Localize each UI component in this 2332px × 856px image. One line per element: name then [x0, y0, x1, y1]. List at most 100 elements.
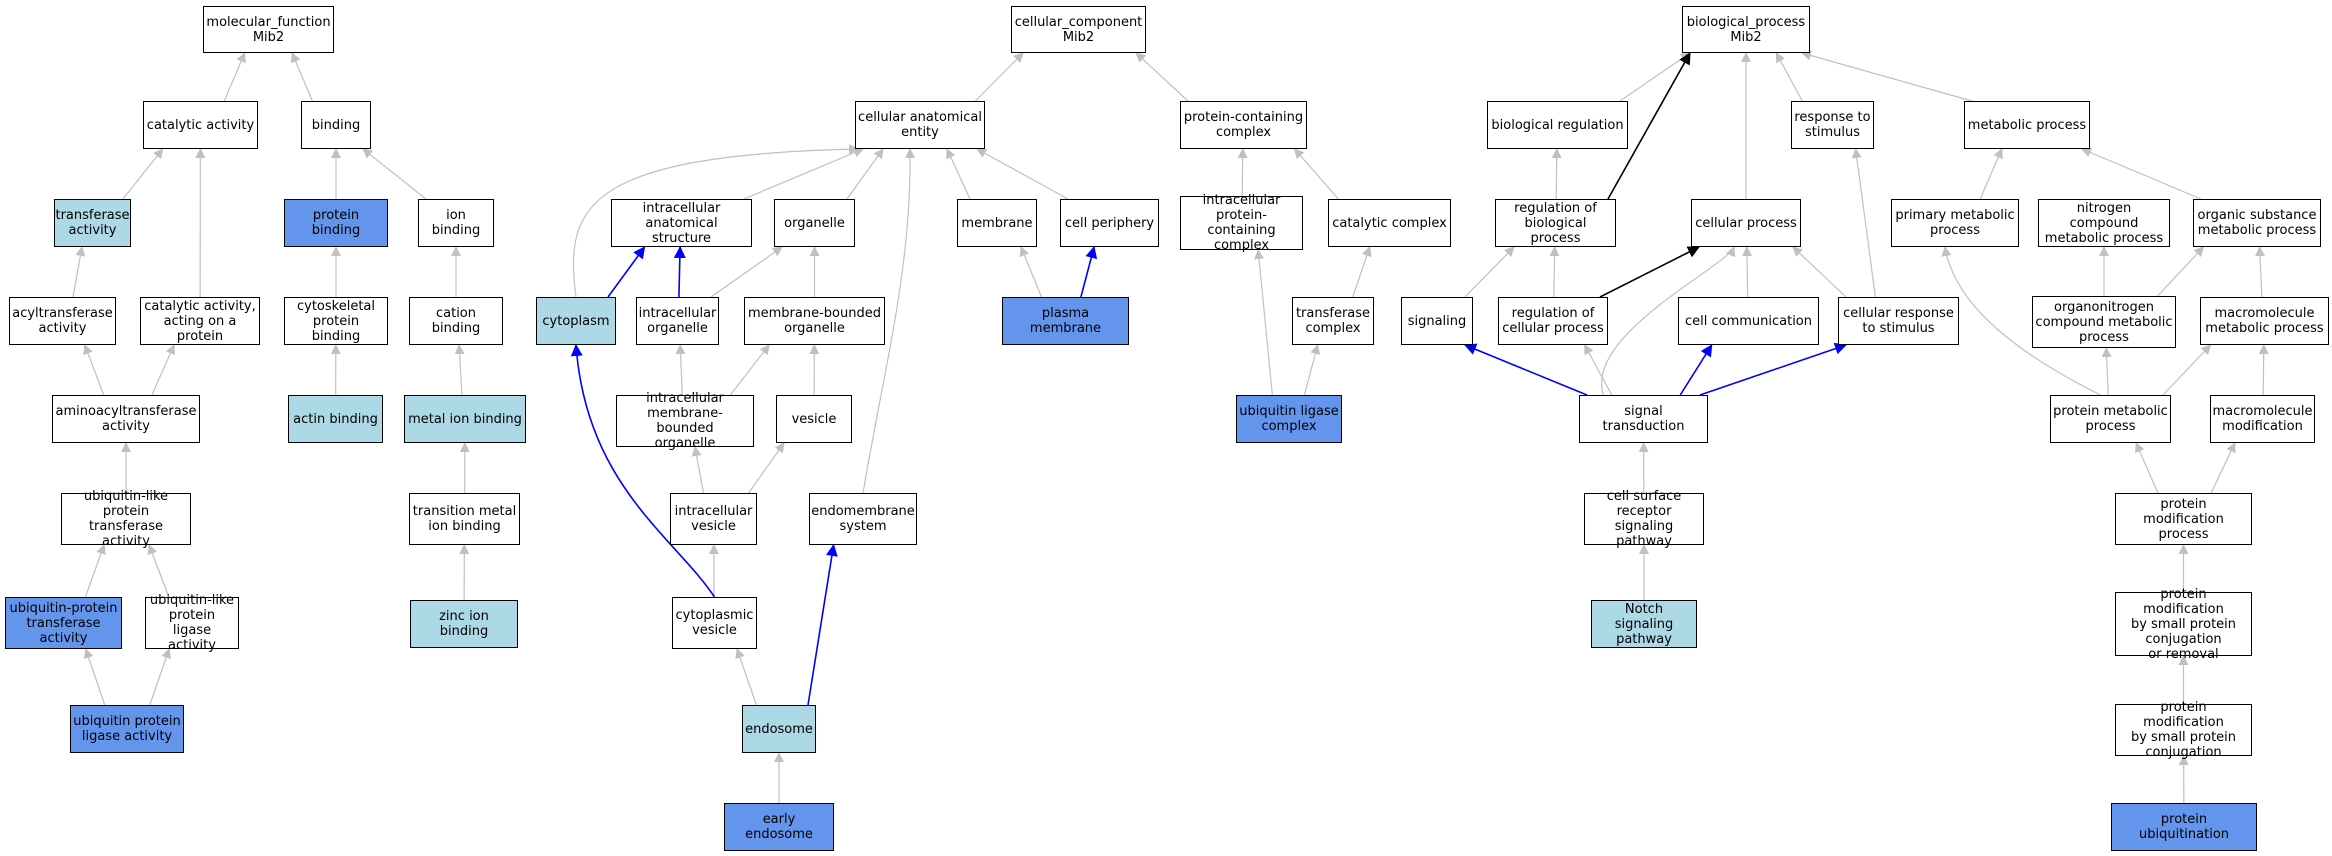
node-cell-surface-receptor-signaling-pathway: cell surface receptor signaling pathway [1584, 489, 1704, 549]
edge-signal-transduction-to-cellular-process [1600, 246, 1736, 396]
node-ubiquitin-like-protein-ligase-activity: ubiquitin-like protein ligase activity [145, 593, 239, 653]
edge-cytoplasm-to-intracellular-anatomical-structure [607, 246, 646, 298]
node-cellular-component-root: cellular_component Mib2 [1011, 6, 1146, 53]
node-aminoacyltransferase-activity: aminoacyltransferase activity [52, 395, 200, 443]
edge-signal-transduction-to-signaling [1464, 343, 1588, 396]
node-intracellular-organelle: intracellular organelle [636, 297, 719, 345]
edge-intracellular-anatomical-structure-to-cellular-anatomical-entity [743, 147, 864, 200]
node-cation-binding: cation binding [409, 297, 503, 345]
node-macromolecule-metabolic-process: macromolecule metabolic process [2200, 297, 2329, 345]
edge-intracellular-vesicle-to-vesicle [748, 442, 785, 494]
node-cytoplasm: cytoplasm [536, 297, 616, 345]
edge-membrane-to-cellular-anatomical-entity [946, 148, 971, 200]
edge-catalytic-complex-to-protein-containing-complex [1293, 148, 1339, 200]
edge-protein-containing-complex-to-cc-root [1135, 52, 1189, 102]
edge-cytoplasmic-vesicle-to-cytoplasm [570, 344, 716, 598]
edge-endosome-to-endomembrane-system [807, 544, 838, 706]
edge-ub-protein-ligase-to-ub-protein-transferase [83, 648, 106, 706]
edge-intracellular-mb-organelle-to-intracellular-organelle [675, 344, 686, 396]
node-membrane: membrane [957, 199, 1037, 247]
node-transferase-complex: transferase complex [1292, 297, 1374, 345]
node-endosome: endosome [742, 705, 816, 753]
node-endomembrane-system: endomembrane system [809, 493, 917, 545]
edge-endosome-to-cytoplasmic-vesicle [735, 648, 757, 706]
edge-binding-to-mf-root [291, 52, 313, 102]
node-protein-modification-by-small-protein-conjugation-or-removal: protein modification by small protein co… [2115, 587, 2252, 662]
edge-intracellular-organelle-to-intracellular-anatomical-structure [673, 246, 686, 298]
node-notch-signaling-pathway: Notch signaling pathway [1591, 600, 1697, 648]
node-membrane-bounded-organelle: membrane-bounded organelle [744, 297, 885, 345]
node-molecular-function-root: molecular_function Mib2 [203, 6, 334, 53]
edge-ub-protein-ligase-to-ubl-ligase [149, 648, 172, 706]
edge-plasma-membrane-to-cell-periphery [1080, 246, 1098, 298]
edge-organonitrogen-compound-metabolic-process-to-organic-substance-metabolic-process [2157, 246, 2205, 297]
node-cellular-anatomical-entity: cellular anatomical entity [855, 101, 985, 149]
node-organic-substance-metabolic-process: organic substance metabolic process [2193, 199, 2321, 247]
node-cell-periphery: cell periphery [1060, 199, 1159, 247]
node-ubiquitin-protein-transferase-activity: ubiquitin-protein transferase activity [5, 597, 122, 649]
node-protein-ubiquitination: protein ubiquitination [2111, 803, 2257, 851]
node-regulation-of-cellular-process: regulation of cellular process [1498, 297, 1608, 345]
edge-aminoacyltransferase-activity-to-acyltransferase-activity [83, 344, 105, 396]
node-zinc-ion-binding: zinc ion binding [410, 600, 518, 648]
edge-signal-transduction-to-cell-communication [1679, 344, 1713, 396]
node-biological-regulation: biological regulation [1487, 101, 1628, 149]
node-nitrogen-compound-metabolic-process: nitrogen compound metabolic process [2038, 199, 2170, 247]
edge-protein-metabolic-process-to-organonitrogen-compound-metabolic-process [2101, 347, 2112, 396]
node-transition-metal-ion-binding: transition metal ion binding [409, 493, 520, 545]
node-signaling: signaling [1401, 297, 1473, 345]
node-protein-modification-process: protein modification process [2115, 493, 2252, 545]
edge-protein-metabolic-process-to-macromolecule-metabolic-process [2162, 344, 2212, 396]
edge-regulation-of-biological-process-to-biological-regulation [1551, 148, 1562, 200]
edge-response-to-stimulus-to-bp-root [1775, 52, 1803, 102]
edge-organic-substance-metabolic-process-to-metabolic-process [2081, 147, 2202, 200]
node-protein-modification-by-small-protein-conjugation: protein modification by small protein co… [2115, 700, 2252, 760]
node-plasma-membrane: plasma membrane [1002, 297, 1129, 345]
edge-metal-ion-binding-to-cation-binding [454, 344, 465, 396]
edge-cell-communication-to-cellular-process [1742, 246, 1753, 298]
edge-transferase-activity-to-catalytic-activity [122, 148, 164, 200]
node-catalytic-activity: catalytic activity [143, 101, 258, 149]
node-ubiquitin-protein-ligase-activity: ubiquitin protein ligase activity [70, 705, 184, 753]
node-response-to-stimulus: response to stimulus [1791, 101, 1874, 149]
node-intracellular-anatomical-structure: intracellular anatomical structure [611, 199, 752, 247]
node-macromolecule-modification: macromolecule modification [2210, 395, 2315, 443]
edge-endomembrane-system-to-cellular-anatomical-entity [862, 148, 916, 494]
node-cytoskeletal-protein-binding: cytoskeletal protein binding [284, 297, 388, 345]
edge-ubl-ligase-to-ubl-transferase [147, 544, 170, 598]
edge-cellular-anatomical-entity-to-cc-root [975, 52, 1024, 102]
node-catalytic-complex: catalytic complex [1328, 199, 1451, 247]
node-ion-binding: ion binding [418, 199, 494, 247]
edge-intracellular-pc-complex-to-protein-containing-complex [1237, 148, 1248, 197]
node-protein-metabolic-process: protein metabolic process [2050, 395, 2171, 443]
edge-signal-transduction-to-cellular-response-to-stimulus [1699, 342, 1847, 396]
edge-metabolic-process-to-bp-root [1801, 50, 1973, 102]
edge-regulation-of-cellular-process-to-regulation-of-biological-process [1549, 246, 1560, 298]
node-cellular-response-to-stimulus: cellular response to stimulus [1838, 297, 1959, 345]
node-actin-binding: actin binding [288, 395, 383, 443]
edge-plasma-membrane-to-membrane [1019, 246, 1043, 298]
node-cytoplasmic-vesicle: cytoplasmic vesicle [672, 597, 757, 649]
node-vesicle: vesicle [776, 395, 852, 443]
edge-intracellular-mb-organelle-to-membrane-bounded-organelle [729, 344, 770, 396]
edge-cytoplasm-to-cellular-anatomical-entity [572, 144, 859, 298]
edge-protein-modification-process-to-protein-metabolic-process [2135, 442, 2159, 494]
edge-intracellular-organelle-to-organelle [710, 246, 783, 298]
node-regulation-of-biological-process: regulation of biological process [1495, 199, 1616, 247]
node-primary-metabolic-process: primary metabolic process [1891, 199, 2019, 247]
node-metal-ion-binding: metal ion binding [404, 395, 526, 443]
edge-cellular-response-to-stimulus-to-response-to-stimulus [1851, 148, 1876, 298]
edge-signal-transduction-to-regulation-of-cellular-process [1584, 344, 1613, 396]
node-ubiquitin-like-protein-transferase-activity: ubiquitin-like protein transferase activ… [61, 489, 191, 549]
edge-intracellular-vesicle-to-intracellular-mb-organelle [691, 446, 705, 494]
node-protein-containing-complex: protein-containing complex [1180, 101, 1307, 149]
node-transferase-activity: transferase activity [54, 199, 131, 247]
edge-ubiquitin-ligase-complex-to-intracellular-pc-complex [1254, 249, 1273, 396]
node-biological-process-root: biological_process Mib2 [1682, 6, 1810, 53]
edge-biological-regulation-to-bp-root [1619, 52, 1691, 102]
edge-acyltransferase-activity-to-transferase-activity [72, 246, 86, 298]
edge-organelle-to-cellular-anatomical-entity [846, 148, 884, 200]
node-cellular-process: cellular process [1691, 199, 1801, 247]
node-catalytic-activity-acting-on-protein: catalytic activity, acting on a protein [140, 297, 260, 345]
